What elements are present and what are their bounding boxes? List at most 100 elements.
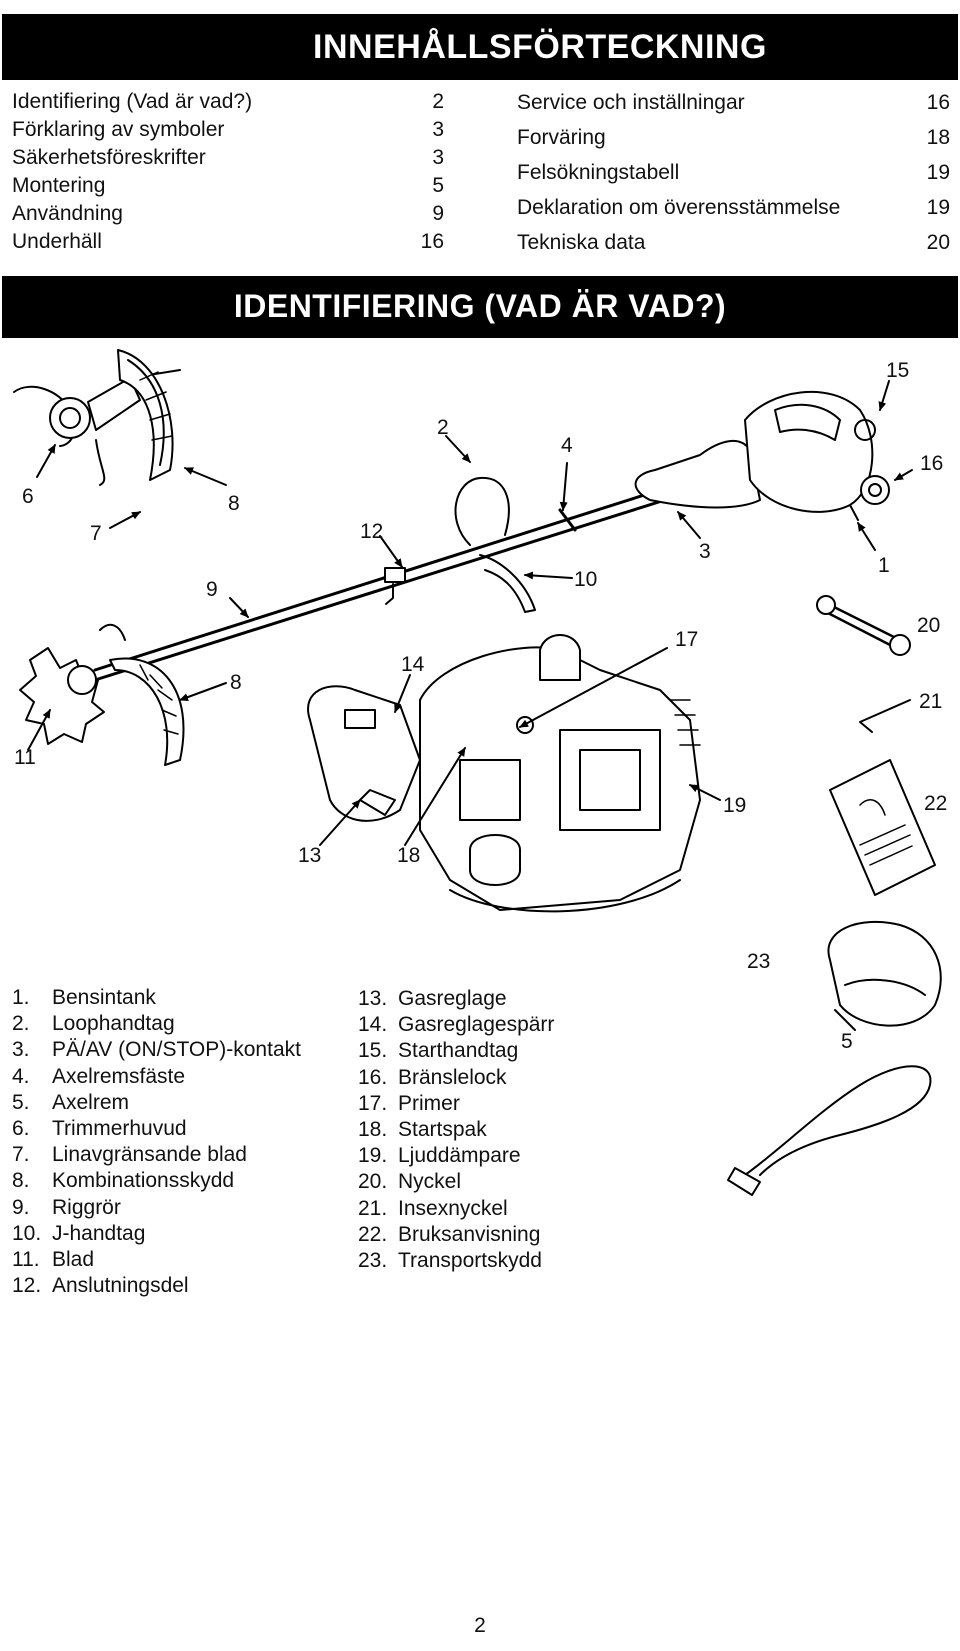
toc-entry-page: 9 <box>432 202 444 225</box>
toc-entry-title: Deklaration om överensstämmelse <box>517 196 841 219</box>
toc-entry-title: Underhäll <box>12 230 102 253</box>
part-number: 9. <box>12 1195 30 1219</box>
callout-label: 19 <box>723 794 747 817</box>
part-name: PÄ/AV (ON/STOP)-kontakt <box>52 1038 301 1062</box>
part-number: 17. <box>358 1091 388 1115</box>
part-number: 13. <box>358 987 388 1010</box>
hex-key-illustration <box>859 699 911 733</box>
part-number: 12. <box>12 1274 42 1298</box>
part-name: Kombinationsskydd <box>52 1169 235 1193</box>
part-name: Anslutningsdel <box>52 1274 189 1298</box>
callout-label: 9 <box>206 578 218 601</box>
part-item: 17. Primer <box>358 1091 554 1117</box>
toc-entry-title: Säkerhetsföreskrifter <box>12 146 206 169</box>
part-name: Ljuddämpare <box>398 1144 521 1168</box>
toc-entry-title: Användning <box>12 202 123 225</box>
toc-entry-page: 3 <box>432 118 444 141</box>
part-number: 15. <box>358 1039 388 1063</box>
part-number: 10. <box>12 1221 42 1245</box>
loop-handle-illustration <box>454 476 536 613</box>
part-name: Primer <box>398 1091 460 1115</box>
part-number: 23. <box>358 1249 388 1273</box>
part-number: 5. <box>12 1090 30 1114</box>
part-name: Axelrem <box>52 1090 130 1114</box>
parts-list-right: 13.Gasreglage 14.Gasreglagespärr 15.Star… <box>358 986 554 1274</box>
callout-label: 3 <box>699 540 711 563</box>
part-name: Riggrör <box>52 1195 121 1219</box>
part-item: 1. Bensintank <box>12 985 301 1011</box>
callout-label: 12 <box>360 520 384 543</box>
toc-entry-page: 3 <box>432 146 444 169</box>
part-number: 16. <box>358 1065 388 1089</box>
callout-label: 14 <box>401 653 425 676</box>
callout-label: 7 <box>90 522 102 545</box>
part-item: 18. Startspak <box>358 1117 554 1143</box>
part-number: 6. <box>12 1117 30 1141</box>
part-number: 4. <box>12 1064 30 1088</box>
part-item: 15. Starthandtag <box>358 1038 554 1064</box>
part-name: Trimmerhuvud <box>52 1117 187 1141</box>
shoulder-strap-illustration <box>744 1065 932 1176</box>
part-item: 5. Axelrem <box>12 1090 301 1116</box>
part-name: Bruksanvisning <box>398 1222 541 1246</box>
callout-label: 4 <box>561 434 573 457</box>
part-item: 22. Bruksanvisning <box>358 1222 554 1248</box>
part-name: Transportskydd <box>398 1249 542 1273</box>
part-number: 8. <box>12 1169 30 1193</box>
part-item: 3. PÄ/AV (ON/STOP)-kontakt <box>12 1037 301 1063</box>
toc-entry-title: Identifiering (Vad är vad?) <box>12 90 253 113</box>
part-item: 11.Blad <box>12 1247 301 1273</box>
identification-title: IDENTIFIERING (VAD ÄR VAD?) <box>233 288 727 324</box>
part-name: Insexnyckel <box>398 1196 508 1220</box>
toc-entry-title: Forväring <box>517 126 606 149</box>
part-number: 1. <box>12 986 30 1009</box>
callout-label: 13 <box>298 844 322 867</box>
callout-label: 2 <box>437 416 449 439</box>
toc-entry-title: Service och inställningar <box>517 91 745 114</box>
callout-label: 21 <box>919 690 943 713</box>
callout-label: 10 <box>574 568 598 591</box>
toc-entry-page: 19 <box>926 161 950 184</box>
toc-header: INNEHÅLLSFÖRTECKNING <box>2 14 958 80</box>
part-item: 13. Gasreglage <box>358 986 554 1012</box>
part-name: Bensintank <box>52 986 156 1009</box>
callout-label: 15 <box>886 359 910 382</box>
transport-guard-illustration <box>827 920 942 1027</box>
part-number: 22. <box>358 1222 388 1246</box>
part-number: 18. <box>358 1118 388 1142</box>
part-name: Starthandtag <box>398 1039 519 1063</box>
callout-label: 8 <box>230 671 242 694</box>
callout-label: 1 <box>878 554 890 577</box>
part-name: Startspak <box>398 1118 487 1142</box>
part-item: 23. Transportskydd <box>358 1248 554 1274</box>
toc-entry-page: 18 <box>926 126 950 149</box>
part-item: 21.Insexnyckel <box>358 1196 554 1222</box>
part-item: 16. Bränslelock <box>358 1065 554 1091</box>
toc-entry-page: 16 <box>420 230 444 253</box>
callout-label: 17 <box>675 628 699 651</box>
part-item: 19. Ljuddämpare <box>358 1143 554 1169</box>
part-name: Bränslelock <box>398 1065 507 1089</box>
part-number: 19. <box>358 1144 388 1168</box>
toc-entry-page: 16 <box>926 91 950 114</box>
page-number: 2 <box>474 1614 486 1637</box>
part-name: Blad <box>52 1248 95 1272</box>
toc-entry-title: Tekniska data <box>517 231 646 254</box>
trimmer-head-illustration <box>13 349 181 486</box>
parts-list-left: 1. Bensintank 2. Loophandtag 3. PÄ/AV (ON/S… <box>12 985 301 1299</box>
callout-label: 18 <box>397 844 421 867</box>
toc-entry-page: 20 <box>926 231 950 254</box>
part-item: 9. Riggrör <box>12 1195 301 1221</box>
callout-label: 6 <box>22 485 34 508</box>
part-number: 14. <box>358 1013 388 1037</box>
part-number: 3. <box>12 1038 30 1062</box>
callout-label: 23 <box>747 950 771 973</box>
part-item: 7.Linavgränsande blad <box>12 1142 301 1168</box>
part-name: Nyckel <box>398 1170 462 1194</box>
callout-label: 8 <box>228 492 240 515</box>
part-name: Gasreglage <box>398 987 507 1010</box>
part-name: Loophandtag <box>52 1012 175 1036</box>
part-number: 2. <box>12 1012 30 1036</box>
toc-entry-page: 5 <box>432 174 444 197</box>
